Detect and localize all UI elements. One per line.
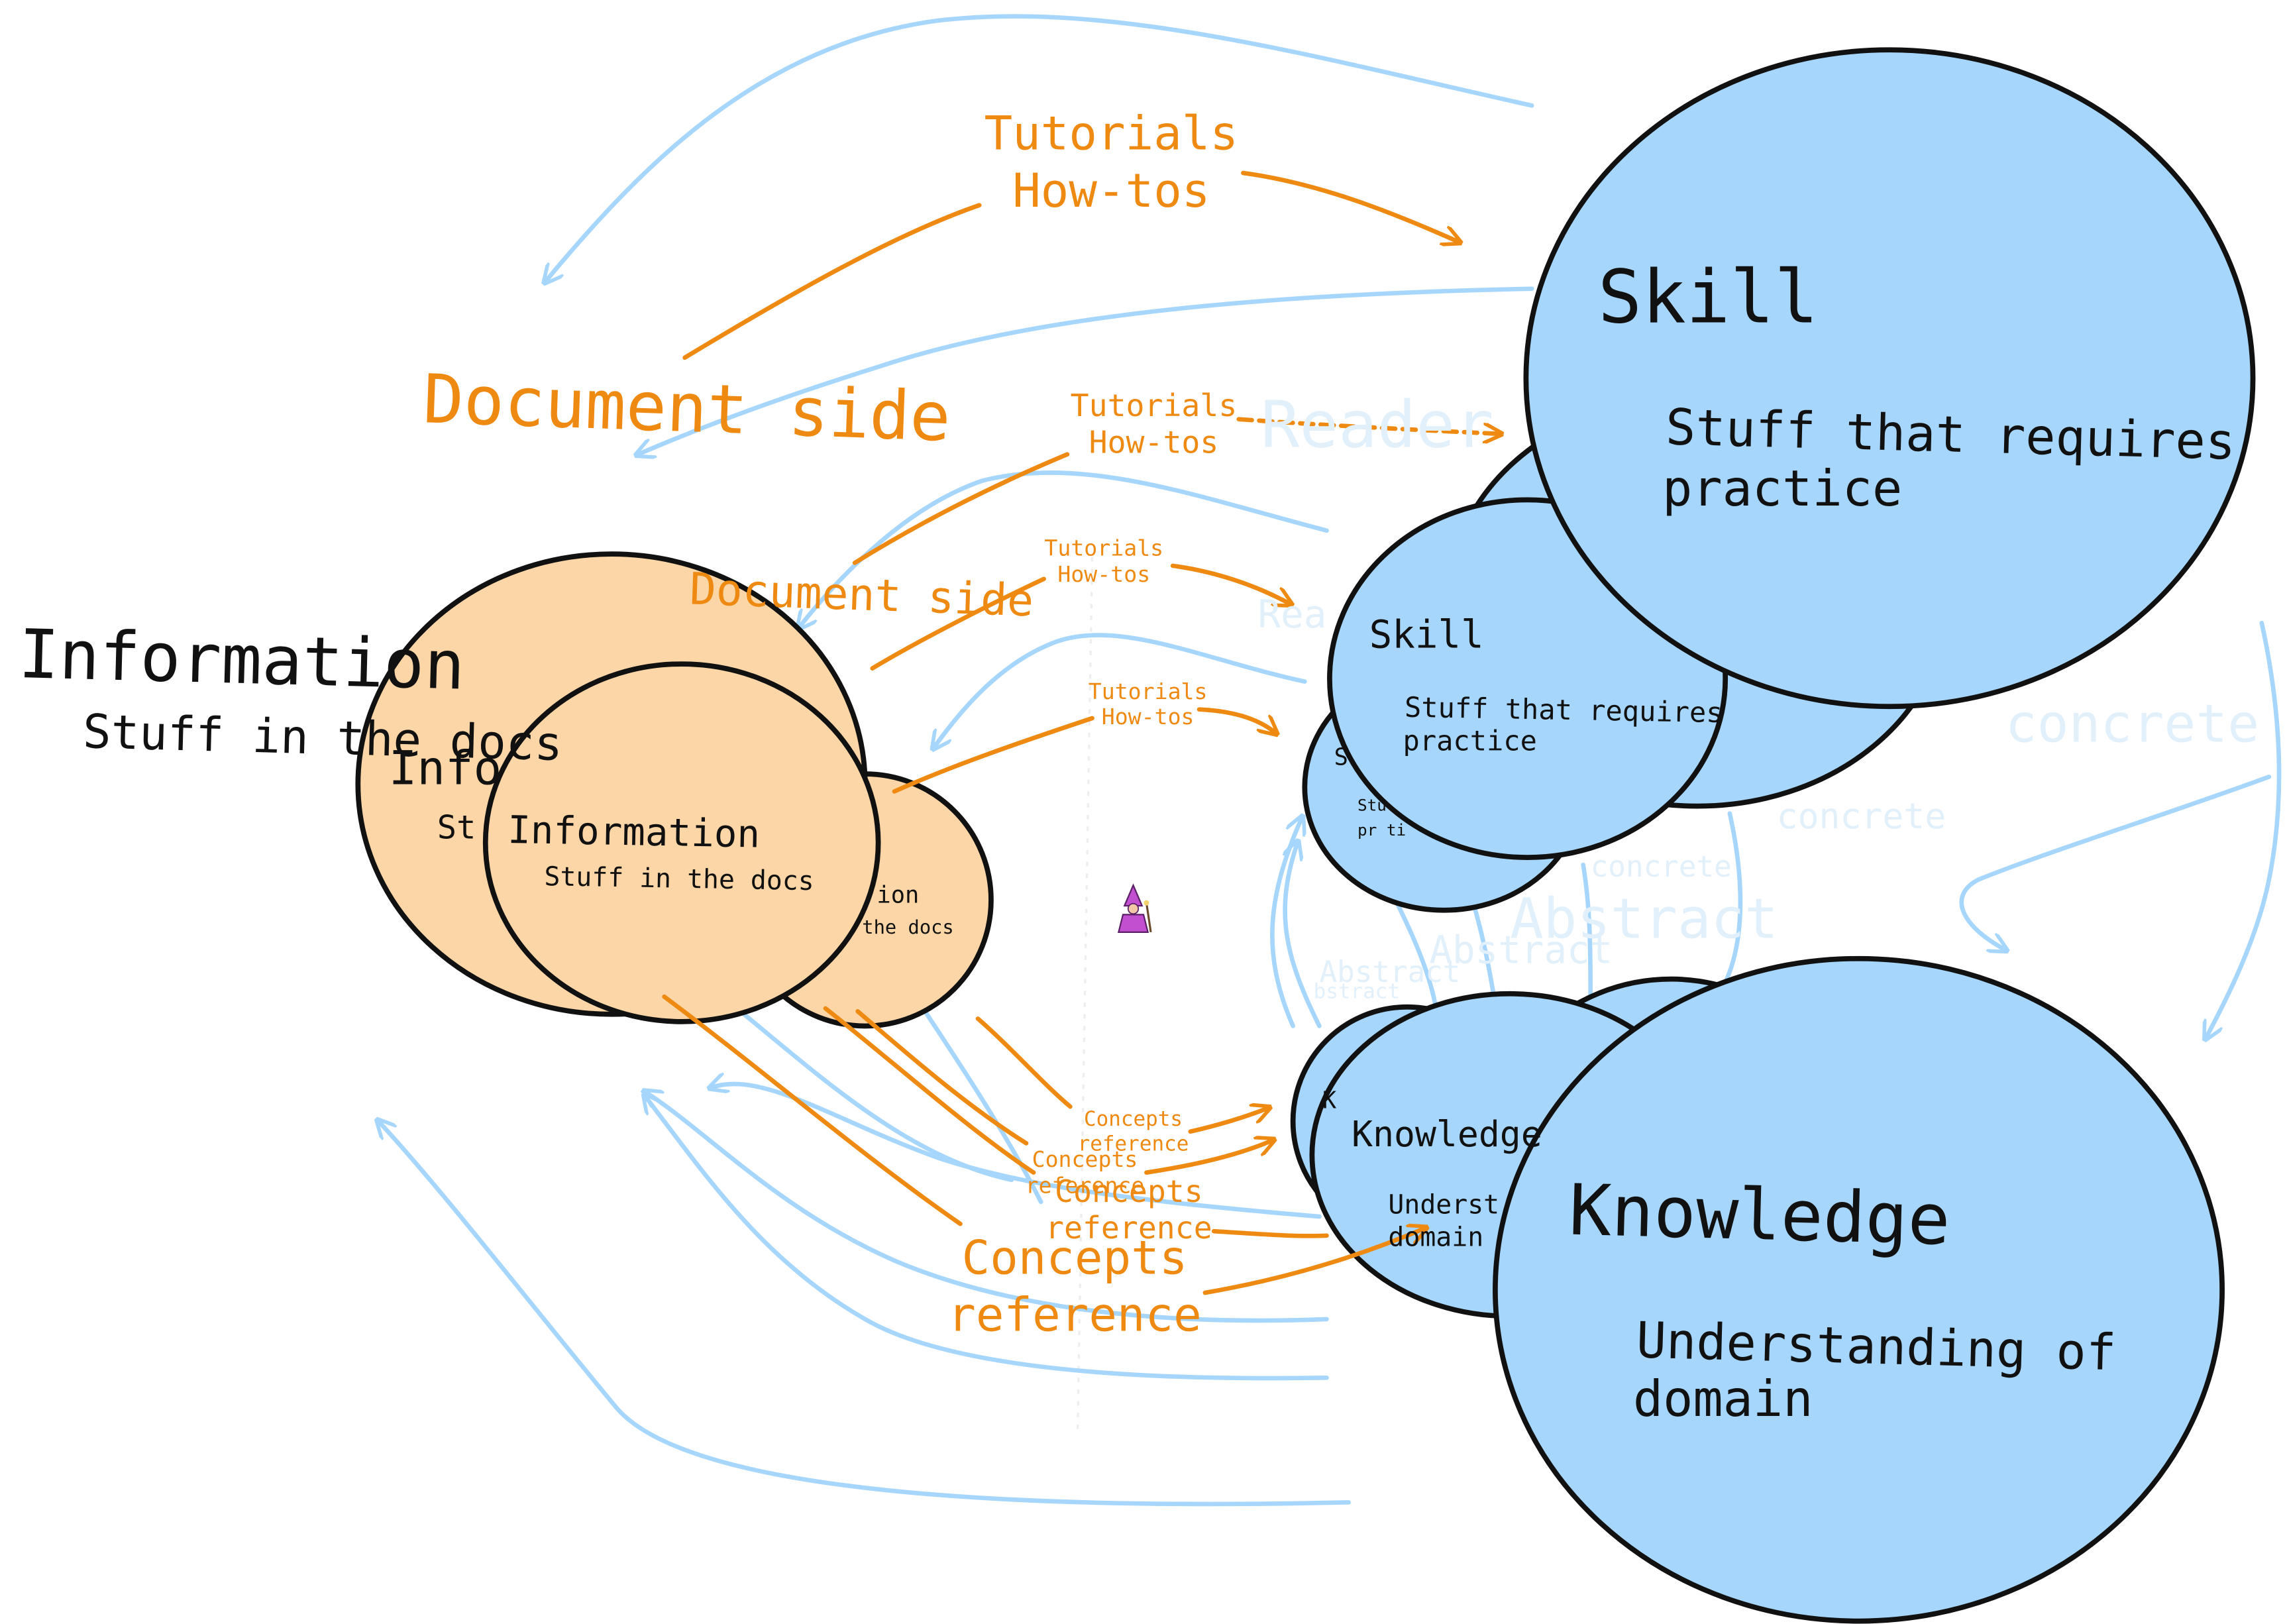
information-tiny-subtitle: the docs xyxy=(862,916,953,938)
information-sub-fragment: St xyxy=(437,809,476,846)
orange-arrow-concepts-tiny-out xyxy=(1188,1108,1268,1134)
abstract-tiny-label: bstract xyxy=(1314,979,1400,1003)
blue-arrow-skill-down-4 xyxy=(1725,811,1743,981)
orange-arrow-concepts-small-out xyxy=(1144,1140,1272,1175)
orange-arrow-concepts-medium-in xyxy=(823,1006,1036,1175)
blue-arrow-skill-down-3 xyxy=(1581,862,1593,999)
tutorials-medium-line2: How-tos xyxy=(1089,425,1219,460)
knowledge-large-line1: Understanding of xyxy=(1636,1311,2117,1381)
information-tiny-title: ion xyxy=(877,882,919,909)
concepts-small-line1: Concepts xyxy=(1032,1146,1138,1172)
blue-arrow-top-outer xyxy=(545,14,1534,282)
concrete-medium-label: concrete xyxy=(1777,796,1946,837)
knowledge-large-title: Knowledge xyxy=(1568,1169,1951,1262)
information-labels: Information Stuff in the docs Info St In… xyxy=(17,615,953,938)
information-fragment: Info xyxy=(389,740,502,795)
orange-arrow-concepts-tiny-in xyxy=(975,1016,1073,1109)
knowledge-medium-line1: Underst xyxy=(1388,1190,1499,1220)
skill-tiny-title: S xyxy=(1334,744,1348,771)
orange-arrow-tutorials-tiny-in xyxy=(892,716,1094,794)
concepts-large-line2: reference xyxy=(947,1287,1201,1342)
concepts-tiny-line2: reference xyxy=(1078,1132,1189,1156)
skill-large-title: Skill xyxy=(1598,255,1819,341)
wizard-icon xyxy=(1117,883,1152,933)
blue-arrow-mid-2 xyxy=(934,633,1307,748)
concepts-medium-line1: Concepts xyxy=(1055,1173,1203,1209)
knowledge-medium-line2: domain xyxy=(1388,1222,1483,1252)
orange-arrow-tutorials-medium-in xyxy=(852,452,1070,565)
orange-arrow-tutorials-large-out xyxy=(1241,170,1458,242)
knowledge-circles xyxy=(1290,955,2225,1624)
concrete-large-label: concrete xyxy=(2005,692,2260,754)
knowledge-labels: Knowledge Understanding of domain K Know… xyxy=(1322,1087,2117,1428)
tutorials-small-line1: Tutorials xyxy=(1044,535,1163,561)
tutorials-small-line2: How-tos xyxy=(1057,561,1150,587)
skill-medium-line1: Stuff that requires xyxy=(1405,691,1723,729)
blue-arrow-info-lower xyxy=(738,1009,1014,1183)
blue-arrow-top-inner xyxy=(638,286,1534,455)
blue-arrow-right-down xyxy=(2206,620,2282,1038)
orange-arrow-concepts-large-out xyxy=(1202,1228,1425,1295)
information-circle-medium xyxy=(482,661,881,1024)
blue-arrow-bottom-outer xyxy=(378,1121,1352,1507)
blue-arrow-abstract-up-2 xyxy=(1285,843,1322,1028)
blue-arrow-right-loop xyxy=(1959,775,2272,949)
faint-labels: Reader Rea concrete concrete concrete Ab… xyxy=(1258,388,2260,1004)
knowledge-tiny-title: K xyxy=(1322,1087,1337,1114)
orange-arrow-tutorials-small-in xyxy=(870,576,1046,671)
knowledge-large-line2: domain xyxy=(1633,1370,1813,1428)
orange-arrow-concepts-large-in xyxy=(662,994,963,1226)
document-side-large: Document side xyxy=(422,360,952,457)
abstract-medium-label: Abstract xyxy=(1429,928,1613,972)
skill-tiny-line2: pr ti xyxy=(1357,820,1406,839)
information-medium-subtitle: Stuff in the docs xyxy=(544,861,814,896)
knowledge-medium-title: Knowledge xyxy=(1352,1114,1542,1155)
abstract-large-label: Abstract xyxy=(1510,887,1778,951)
reader-fragment-label: Rea xyxy=(1258,592,1327,637)
document-side-medium: Document side xyxy=(689,563,1035,626)
skill-medium-title: Skill xyxy=(1369,613,1484,657)
reader-side-label: Reader xyxy=(1261,388,1494,462)
orange-arrow-tutorials-small-out xyxy=(1170,563,1290,604)
tutorials-large-line1: Tutorials xyxy=(984,106,1238,161)
tutorials-medium-line1: Tutorials xyxy=(1071,388,1238,423)
information-large-subtitle: Stuff in the docs xyxy=(82,704,563,771)
orange-arrow-tutorials-medium-out xyxy=(1236,417,1500,434)
tutorials-tiny-line1: Tutorials xyxy=(1089,678,1208,704)
concepts-large-line1: Concepts xyxy=(962,1230,1188,1285)
skill-labels: Skill Stuff that requires practice Skill… xyxy=(1334,255,2237,839)
orange-arrow-concepts-small-in xyxy=(855,1009,1029,1146)
concepts-small-line2: reference xyxy=(1026,1173,1145,1199)
information-medium-title: Information xyxy=(507,808,761,857)
tutorials-tiny-line2: How-tos xyxy=(1102,704,1195,730)
blue-arrow-bottom-3 xyxy=(645,1097,1329,1381)
blue-arrow-mid-1 xyxy=(799,470,1329,627)
abstract-small-label: Abstract xyxy=(1319,955,1460,989)
knowledge-circle-large xyxy=(1493,955,2225,1624)
skill-circle-large xyxy=(1523,47,2256,710)
skill-circles xyxy=(1302,47,2256,913)
information-large-title: Information xyxy=(17,615,466,705)
orange-arrows xyxy=(662,170,1500,1295)
skill-large-line2: practice xyxy=(1662,459,1902,517)
orange-arrow-tutorials-tiny-out xyxy=(1197,707,1275,733)
skill-tiny-line1: Stu xyxy=(1357,795,1387,814)
information-circles xyxy=(355,551,994,1029)
skill-medium-line2: practice xyxy=(1403,725,1537,757)
concepts-medium-line2: reference xyxy=(1045,1210,1212,1246)
concepts-tiny-line1: Concepts xyxy=(1084,1107,1183,1131)
orange-labels: Tutorials How-tos Document side Tutorial… xyxy=(422,106,1238,1342)
blue-arrow-bottom-2 xyxy=(645,1092,1329,1323)
concrete-small-label: concrete xyxy=(1591,850,1732,884)
tutorials-large-line2: How-tos xyxy=(1012,163,1210,218)
orange-arrow-concepts-medium-out xyxy=(1211,1228,1329,1238)
orange-arrow-tutorials-large-in xyxy=(682,203,982,360)
